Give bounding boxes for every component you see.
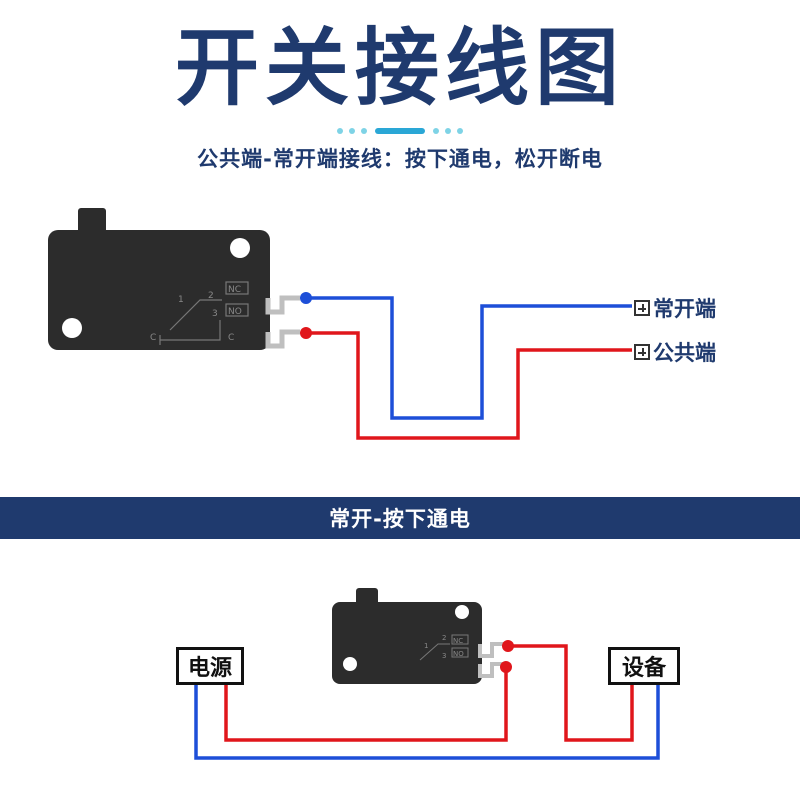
pin1-marking: 1: [178, 295, 184, 305]
pin1-marking-bottom: 1: [424, 642, 428, 650]
micro-switch-bottom: NC NO 1 2 3: [332, 588, 504, 684]
wire-red-switch-device: [508, 644, 634, 742]
no-marking: NO: [228, 307, 242, 317]
page-title: 开关接线图: [174, 19, 625, 117]
device-box: 设备: [608, 647, 680, 685]
com-terminal-label: 公共端: [634, 337, 716, 367]
nc-marking-bottom: NC: [453, 637, 463, 645]
pin2-marking-bottom: 2: [442, 634, 446, 642]
subtitle: 公共端-常开端接线：按下通电，松开断电: [197, 147, 603, 171]
wire-red-top: [306, 331, 632, 440]
c-marking-right: C: [228, 333, 234, 343]
no-marking-bottom: NO: [453, 650, 464, 658]
plus-box-icon: [634, 300, 650, 316]
dot-dash-decoration: [337, 128, 463, 134]
no-terminal-label: 常开端: [634, 293, 716, 323]
power-source-box: 电源: [176, 647, 244, 685]
wire-blue-top: [306, 296, 632, 420]
wire-blue-return: [194, 684, 660, 760]
wire-red-power-switch: [224, 667, 508, 742]
micro-switch-top: NC NO 1 2 3 C C: [48, 208, 300, 350]
pin2-marking: 2: [208, 291, 214, 301]
c-marking-left: C: [150, 333, 156, 343]
section-banner: 常开-按下通电: [0, 497, 800, 539]
nc-marking: NC: [228, 285, 241, 295]
pin3-marking-bottom: 3: [442, 652, 446, 660]
pin3-marking: 3: [212, 309, 218, 319]
plus-box-icon: [634, 344, 650, 360]
